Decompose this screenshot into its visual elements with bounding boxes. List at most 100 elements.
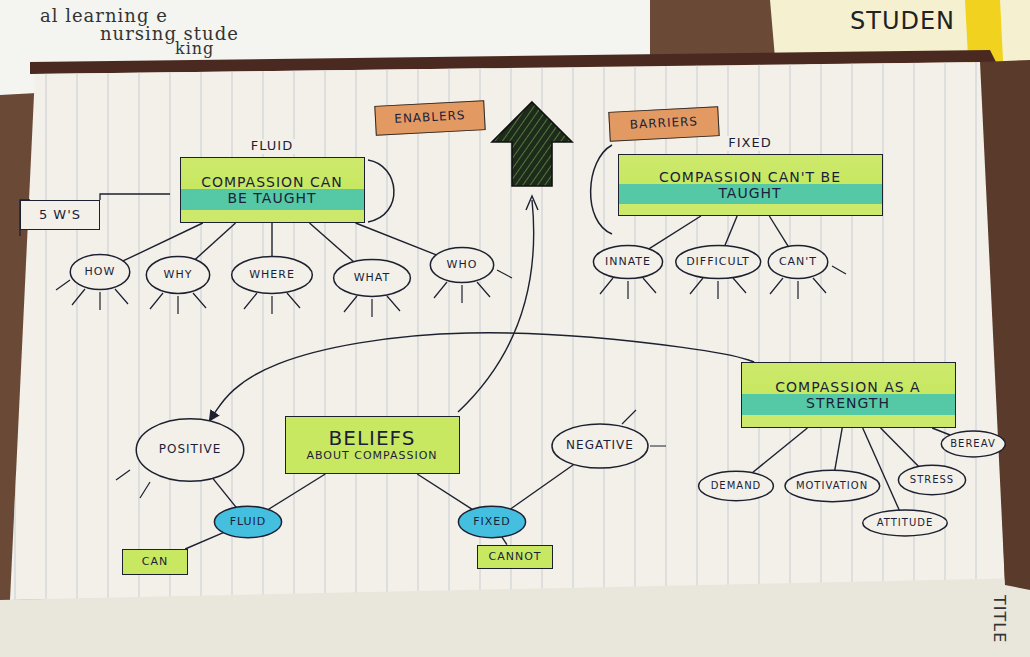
node-text: WHERE bbox=[249, 269, 295, 282]
text-holder: WHY bbox=[164, 269, 193, 282]
label-box: 5 W'S bbox=[20, 200, 100, 230]
node-text: COMPASSION CAN BE TAUGHT bbox=[190, 174, 355, 206]
ellipse bbox=[699, 471, 774, 500]
node-text: DEMAND bbox=[711, 480, 762, 492]
branch-circle: HOW bbox=[69, 253, 131, 291]
connector bbox=[881, 428, 919, 466]
connector bbox=[752, 428, 807, 473]
topic-box: COMPASSION CAN BE TAUGHTFLUID bbox=[180, 157, 365, 223]
connector bbox=[835, 428, 842, 470]
node-text: NEGATIVE bbox=[566, 439, 634, 453]
connector bbox=[271, 223, 272, 257]
desk bbox=[980, 60, 1030, 590]
ellipse bbox=[232, 257, 313, 294]
connector bbox=[213, 478, 236, 507]
ellipse bbox=[146, 257, 209, 294]
node-text: WHY bbox=[164, 269, 193, 282]
branch-circle: CAN'T bbox=[767, 244, 829, 280]
connector bbox=[268, 474, 325, 509]
tag-box: ENABLERS bbox=[374, 100, 485, 136]
node-text: HOW bbox=[85, 266, 116, 279]
text-holder: POSITIVE bbox=[159, 443, 222, 457]
branch-circle: WHY bbox=[145, 255, 211, 295]
node-text: ATTITUDE bbox=[877, 517, 934, 529]
connector bbox=[356, 223, 437, 255]
ellipse bbox=[70, 255, 130, 290]
notebook-page bbox=[10, 62, 1005, 600]
ellipse bbox=[898, 465, 965, 494]
node-text: BARRIERS bbox=[630, 115, 699, 132]
ellipse bbox=[941, 431, 1005, 457]
factor-circle: BEREAV bbox=[940, 430, 1007, 458]
text-holder: COMPASSION AS A STRENGTH bbox=[751, 379, 946, 411]
connector bbox=[195, 223, 235, 260]
text-holder: HOW bbox=[85, 266, 116, 279]
ellipse bbox=[214, 506, 281, 537]
ellipse bbox=[430, 248, 493, 283]
barriers-bracket bbox=[591, 145, 612, 234]
connector bbox=[123, 223, 203, 261]
node-text: COMPASSION AS A STRENGTH bbox=[751, 379, 946, 411]
belief-circle: POSITIVE bbox=[134, 416, 246, 484]
ellipse bbox=[676, 245, 761, 278]
text-holder: DEMAND bbox=[711, 480, 762, 492]
branch-circle: DIFFICULT bbox=[674, 244, 762, 280]
mindset-circle: FIXED bbox=[457, 505, 527, 539]
connector bbox=[502, 537, 507, 545]
node-text: INNATE bbox=[605, 256, 651, 269]
enablers-bracket bbox=[368, 160, 394, 222]
branch-circle: INNATE bbox=[592, 244, 664, 280]
topic-box: COMPASSION AS A STRENGTH bbox=[741, 362, 956, 428]
page-heading: TITLE bbox=[990, 595, 1008, 643]
connector bbox=[209, 333, 754, 421]
text-holder: CANNOT bbox=[488, 551, 541, 564]
up-arrow bbox=[492, 102, 572, 186]
ellipse bbox=[458, 506, 525, 537]
text-holder: WHAT bbox=[354, 272, 391, 285]
ellipse bbox=[334, 260, 411, 297]
topic-box: COMPASSION CAN'T BE TAUGHTFIXED bbox=[618, 154, 883, 216]
node-text: POSITIVE bbox=[159, 443, 222, 457]
factor-circle: MOTIVATION bbox=[783, 469, 882, 503]
text-holder: STRESS bbox=[910, 474, 954, 486]
text-holder: CAN bbox=[142, 556, 168, 569]
factor-circle: DEMAND bbox=[697, 470, 775, 502]
connector bbox=[649, 216, 701, 249]
text-holder: BELIEFSABOUT COMPASSION bbox=[306, 427, 437, 463]
node-text: BELIEFS bbox=[306, 427, 437, 450]
answer-box: CAN bbox=[122, 549, 188, 575]
node-text: COMPASSION CAN'T BE TAUGHT bbox=[628, 169, 873, 201]
text-holder: COMPASSION CAN BE TAUGHT bbox=[190, 174, 355, 206]
node-text: ABOUT COMPASSION bbox=[306, 450, 437, 463]
ellipse bbox=[785, 470, 880, 501]
node-text: DIFFICULT bbox=[686, 256, 750, 269]
node-text: WHO bbox=[447, 259, 478, 272]
connector bbox=[185, 533, 223, 549]
node-heading: FLUID bbox=[248, 139, 296, 154]
text-holder: DIFFICULT bbox=[686, 256, 750, 269]
text-holder: ATTITUDE bbox=[877, 517, 934, 529]
wh-bracket bbox=[20, 194, 170, 236]
connector bbox=[725, 216, 737, 246]
branch-circle: WHERE bbox=[230, 255, 314, 295]
connector bbox=[932, 428, 950, 435]
node-heading: FIXED bbox=[725, 136, 774, 151]
text-holder: CAN'T bbox=[779, 256, 817, 269]
tag-box: BARRIERS bbox=[608, 106, 719, 142]
factor-circle: ATTITUDE bbox=[861, 509, 949, 537]
text-holder: NEGATIVE bbox=[566, 439, 634, 453]
text-holder: INNATE bbox=[605, 256, 651, 269]
node-text: CANNOT bbox=[488, 551, 541, 564]
pointer-line bbox=[458, 200, 534, 412]
text-holder: WHERE bbox=[249, 269, 295, 282]
connector bbox=[511, 464, 574, 508]
text-holder: COMPASSION CAN'T BE TAUGHT bbox=[628, 169, 873, 201]
text-holder: WHO bbox=[447, 259, 478, 272]
sticky-note-text: STUDEN bbox=[850, 8, 955, 36]
node-text: CAN'T bbox=[779, 256, 817, 269]
node-text: FLUID bbox=[230, 516, 267, 529]
ruled-lines bbox=[10, 62, 1005, 600]
node-text: MOTIVATION bbox=[796, 480, 868, 492]
connector bbox=[863, 428, 900, 510]
spokes bbox=[56, 266, 846, 498]
